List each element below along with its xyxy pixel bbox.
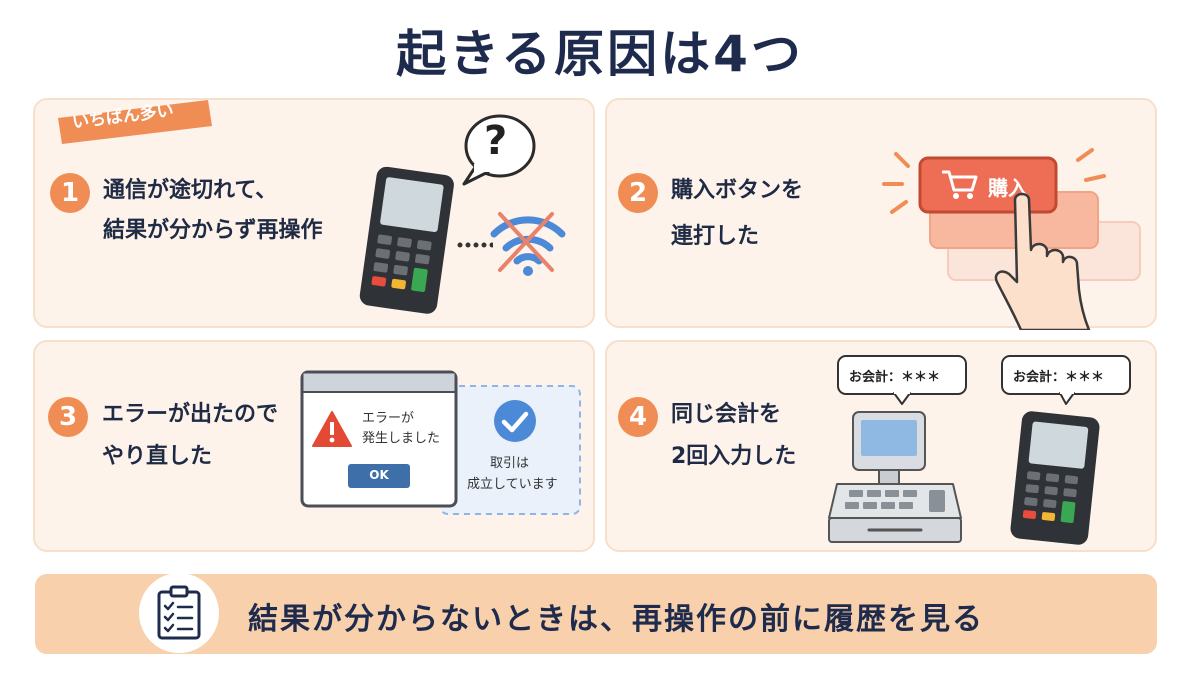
success-text-line1: 取引は bbox=[490, 456, 530, 471]
checklist-icon bbox=[157, 585, 201, 640]
error-text-line1: エラーが bbox=[362, 411, 415, 426]
cause-label-1-line2: 結果が分からず再操作 bbox=[103, 218, 323, 243]
register-bubble-text: お会計：＊＊＊ bbox=[849, 370, 941, 385]
connection-dots bbox=[457, 242, 493, 248]
cause-label-4-line1: 同じ会計を bbox=[671, 402, 782, 427]
cause-number-1: 1 bbox=[50, 173, 90, 213]
cause-number-4: 4 bbox=[618, 397, 658, 437]
cause-label-4-line2: 2回入力した bbox=[671, 444, 797, 469]
ok-button-shape bbox=[348, 464, 410, 488]
cause-label-2-line2: 連打した bbox=[671, 224, 760, 249]
warning-icon bbox=[312, 411, 352, 447]
success-text-line2: 成立しています bbox=[467, 477, 558, 492]
error-dialog-window bbox=[300, 370, 458, 508]
cause-label-3-line1: エラーが出たので bbox=[102, 402, 279, 427]
terminal-bubble-text: お会計：＊＊＊ bbox=[1013, 370, 1105, 385]
badge-ribbon bbox=[58, 100, 212, 144]
error-text-line2: 発生しました bbox=[362, 431, 441, 446]
cause-label-3-line2: やり直した bbox=[102, 444, 213, 469]
wifi-off-icon bbox=[490, 212, 566, 276]
page-title: 起きる原因は4つ bbox=[396, 25, 804, 83]
footer-banner bbox=[35, 574, 1157, 654]
check-circle-icon bbox=[494, 400, 536, 442]
cash-register-icon bbox=[828, 411, 962, 543]
question-mark: ? bbox=[484, 118, 508, 164]
ok-button-label: OK bbox=[369, 468, 389, 482]
payment-terminal-icon bbox=[359, 166, 454, 314]
register-bubble bbox=[837, 355, 967, 405]
pointing-hand-icon bbox=[994, 192, 1091, 330]
cause-label-2-line1: 購入ボタンを bbox=[671, 178, 804, 203]
cause-label-1-line1: 通信が途切れて、 bbox=[103, 178, 278, 203]
cart-icon bbox=[942, 170, 978, 199]
question-bubble-icon bbox=[462, 114, 536, 186]
click-burst-lines bbox=[882, 148, 1106, 214]
payment-terminal-icon-2 bbox=[1010, 411, 1100, 545]
cause-number-2: 2 bbox=[618, 173, 658, 213]
terminal-bubble bbox=[1001, 355, 1131, 405]
footer-message: 結果が分からないときは、再操作の前に履歴を見る bbox=[248, 602, 984, 637]
cause-number-3: 3 bbox=[48, 397, 88, 437]
